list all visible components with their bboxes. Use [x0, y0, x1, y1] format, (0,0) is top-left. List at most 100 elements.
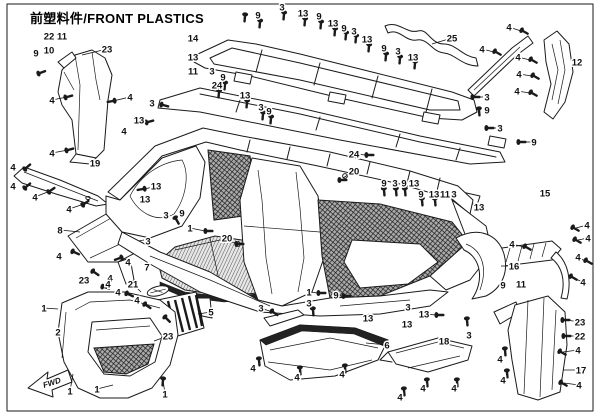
- callout-9: 9: [484, 106, 489, 117]
- callout-1: 1: [162, 390, 168, 401]
- callout-4: 4: [56, 252, 62, 263]
- callout-4: 4: [575, 253, 581, 264]
- part-wavy-bracket: [384, 24, 479, 67]
- leader-line: [516, 90, 531, 94]
- page-border: [6, 3, 594, 412]
- callout-4: 4: [576, 381, 582, 392]
- callout-4: 4: [49, 149, 55, 160]
- screw-icon: [484, 125, 495, 131]
- leader-line: [96, 384, 114, 390]
- callout-2: 2: [55, 328, 60, 339]
- callout-4: 4: [49, 96, 55, 107]
- callout-13: 13: [188, 53, 199, 64]
- part-left-fender-trim: [57, 49, 113, 165]
- leader-line: [365, 342, 388, 346]
- callout-14: 14: [188, 34, 199, 45]
- callout-25: 25: [447, 34, 458, 45]
- part-right-pillar-trim: [467, 30, 574, 120]
- callout-3: 3: [258, 103, 263, 114]
- callout-9: 9: [418, 190, 423, 201]
- callout-1: 1: [187, 224, 193, 235]
- callout-9: 9: [531, 138, 536, 149]
- callout-20: 20: [349, 167, 360, 178]
- callout-11: 11: [57, 32, 68, 43]
- callout-3: 3: [451, 190, 456, 201]
- screw-icon: [518, 26, 531, 37]
- callout-24: 24: [212, 81, 223, 92]
- leader-line: [189, 227, 206, 232]
- part-front-bumper: [57, 291, 179, 399]
- screw-icon: [203, 228, 214, 234]
- callout-11: 11: [516, 280, 527, 291]
- callout-4: 4: [516, 70, 522, 81]
- callout-3: 3: [258, 304, 263, 315]
- callout-3: 3: [149, 99, 154, 110]
- screw-icon: [491, 47, 504, 58]
- leader-line: [43, 307, 59, 310]
- callout-9: 9: [500, 281, 505, 292]
- callout-3: 3: [209, 67, 214, 78]
- callout-3: 3: [466, 331, 471, 342]
- callout-9: 9: [381, 179, 386, 190]
- leader-line: [518, 73, 533, 77]
- callout-12: 12: [572, 58, 583, 69]
- leader-line: [431, 37, 453, 45]
- leader-line: [132, 283, 142, 293]
- part-right-fender: [493, 295, 568, 401]
- callout-4: 4: [580, 278, 586, 289]
- callout-4: 4: [514, 87, 520, 98]
- callout-3: 3: [306, 299, 311, 310]
- callout-11: 11: [188, 67, 199, 78]
- screw-icon: [527, 55, 540, 66]
- callout-23: 23: [102, 45, 113, 56]
- leader-line: [423, 313, 437, 316]
- part-skid-tray: [379, 337, 473, 373]
- callout-1: 1: [306, 288, 312, 299]
- callout-16: 16: [509, 262, 520, 273]
- leader-line: [577, 237, 589, 241]
- screw-icon: [241, 12, 249, 23]
- callout-4: 4: [250, 364, 256, 375]
- callout-4: 4: [66, 205, 72, 216]
- callout-4: 4: [10, 182, 16, 193]
- screw-icon: [159, 376, 167, 387]
- callout-4: 4: [479, 45, 485, 56]
- callout-4: 4: [10, 163, 16, 174]
- callout-9: 9: [255, 11, 260, 22]
- callout-13: 13: [474, 203, 485, 214]
- screw-icon: [255, 356, 263, 367]
- leader-line: [511, 243, 525, 248]
- callout-15: 15: [540, 189, 551, 200]
- callout-20: 20: [222, 234, 233, 245]
- leader-line: [153, 335, 169, 342]
- callout-18: 18: [439, 337, 450, 348]
- callout-4: 4: [515, 53, 521, 64]
- callout-3: 3: [279, 3, 284, 14]
- callout-9: 9: [341, 24, 346, 35]
- part-trim-strip: [263, 309, 305, 327]
- callout-3: 3: [145, 237, 150, 248]
- callout-4: 4: [339, 370, 345, 381]
- leader-line: [563, 382, 580, 386]
- callout-1: 1: [41, 304, 47, 315]
- leader-line: [508, 26, 522, 32]
- callout-13: 13: [363, 314, 374, 325]
- screw-icon: [529, 71, 542, 82]
- callout-4: 4: [107, 274, 113, 285]
- leader-line: [353, 153, 367, 156]
- part-front-fascia-assembly: [105, 127, 493, 317]
- part-under-panel: [259, 324, 389, 381]
- page-title: 前塑料件/FRONT PLASTICS: [30, 11, 204, 26]
- part-front-rack-frame: [193, 39, 478, 125]
- part-fender-flare: [455, 231, 507, 300]
- callout-13: 13: [298, 9, 309, 20]
- callout-8: 8: [57, 226, 62, 237]
- callout-4: 4: [584, 221, 590, 232]
- callout-13: 13: [151, 182, 162, 193]
- callout-13: 13: [429, 190, 440, 201]
- screw-icon: [582, 256, 595, 267]
- screw-icon: [35, 67, 48, 78]
- callout-3: 3: [351, 27, 356, 38]
- leader-line: [517, 56, 531, 61]
